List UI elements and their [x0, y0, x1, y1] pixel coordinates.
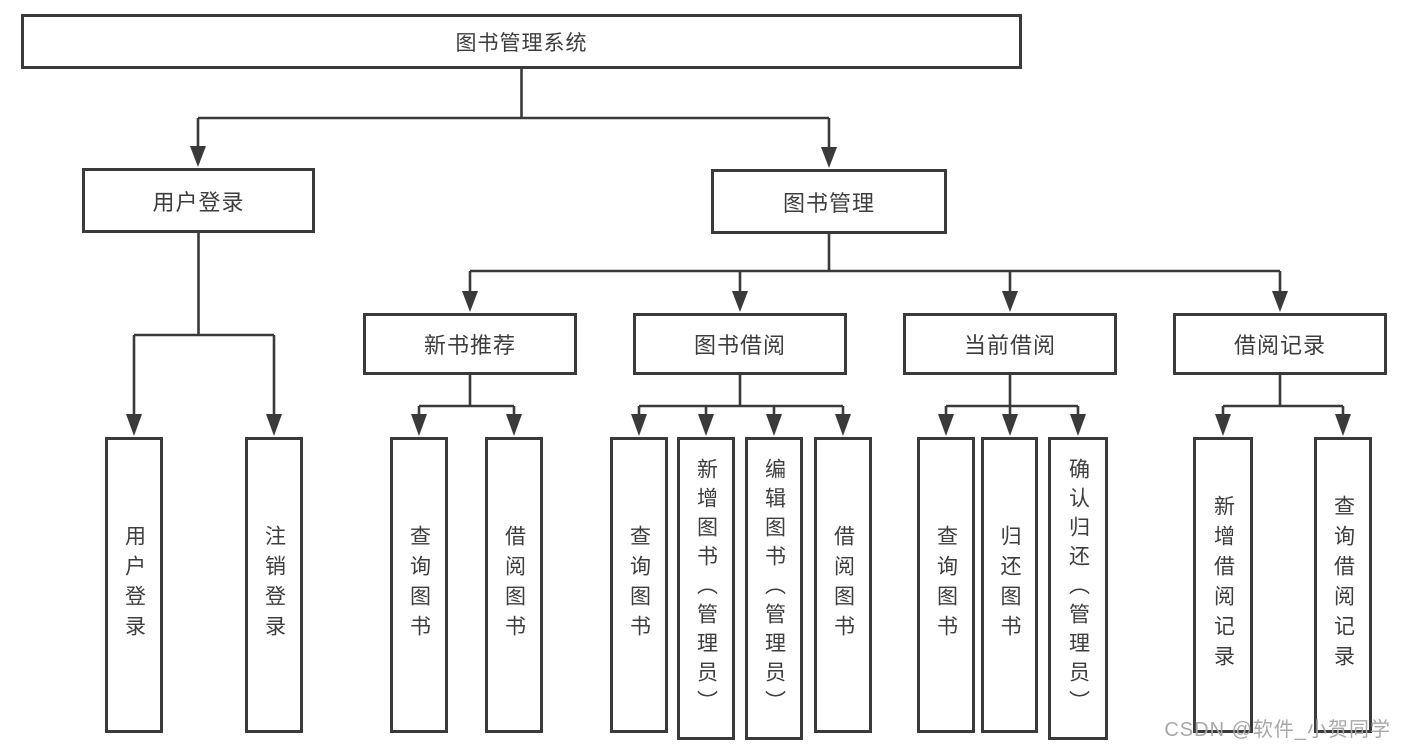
arrowhead [266, 414, 282, 436]
arrowhead [462, 291, 478, 312]
leaf-logout: 注销登录 [245, 437, 303, 733]
leaf-current-query-books: 查询图书 [917, 437, 975, 733]
arrowhead [190, 146, 206, 167]
arrowhead [126, 414, 142, 436]
leaf-borrow-add-books: 新增图书（管理员） [677, 437, 735, 740]
arrowhead [1002, 414, 1018, 436]
arrowhead [732, 291, 748, 312]
arrowhead [698, 414, 714, 436]
node-user-login: 用户登录 [82, 168, 315, 233]
leaf-user-login: 用户登录 [105, 437, 163, 733]
arrowhead [411, 414, 427, 436]
node-book-borrow: 图书借阅 [633, 313, 847, 375]
node-book-management: 图书管理 [711, 169, 947, 234]
node-root: 图书管理系统 [21, 14, 1022, 69]
leaf-records-add-record: 新增借阅记录 [1193, 437, 1253, 733]
arrowhead [1002, 291, 1018, 312]
leaf-records-query-record: 查询借阅记录 [1314, 437, 1372, 733]
arrowhead [766, 414, 782, 436]
csdn-watermark: CSDN @软件_小贺同学 [1164, 719, 1391, 741]
node-current-borrow: 当前借阅 [903, 313, 1117, 375]
arrowhead [938, 414, 954, 436]
node-borrow-records: 借阅记录 [1173, 313, 1387, 375]
arrowhead [1070, 414, 1086, 436]
arrowhead [1335, 414, 1351, 436]
arrowhead [835, 414, 851, 436]
leaf-borrow-edit-books: 编辑图书（管理员） [745, 437, 803, 740]
leaf-borrow-query-books: 查询图书 [610, 437, 668, 733]
node-new-book-recommend: 新书推荐 [363, 313, 577, 375]
arrowhead [1215, 414, 1231, 436]
leaf-current-return-books: 归还图书 [981, 437, 1038, 733]
leaf-borrow-borrow-books: 借阅图书 [814, 437, 872, 733]
arrowhead [821, 147, 837, 168]
arrowhead [1272, 291, 1288, 312]
arrowhead [631, 414, 647, 436]
leaf-recommend-query-books: 查询图书 [390, 437, 448, 733]
leaf-recommend-borrow-books: 借阅图书 [485, 437, 543, 733]
leaf-current-confirm-return: 确认归还（管理员） [1048, 437, 1108, 740]
arrowhead [506, 414, 522, 436]
